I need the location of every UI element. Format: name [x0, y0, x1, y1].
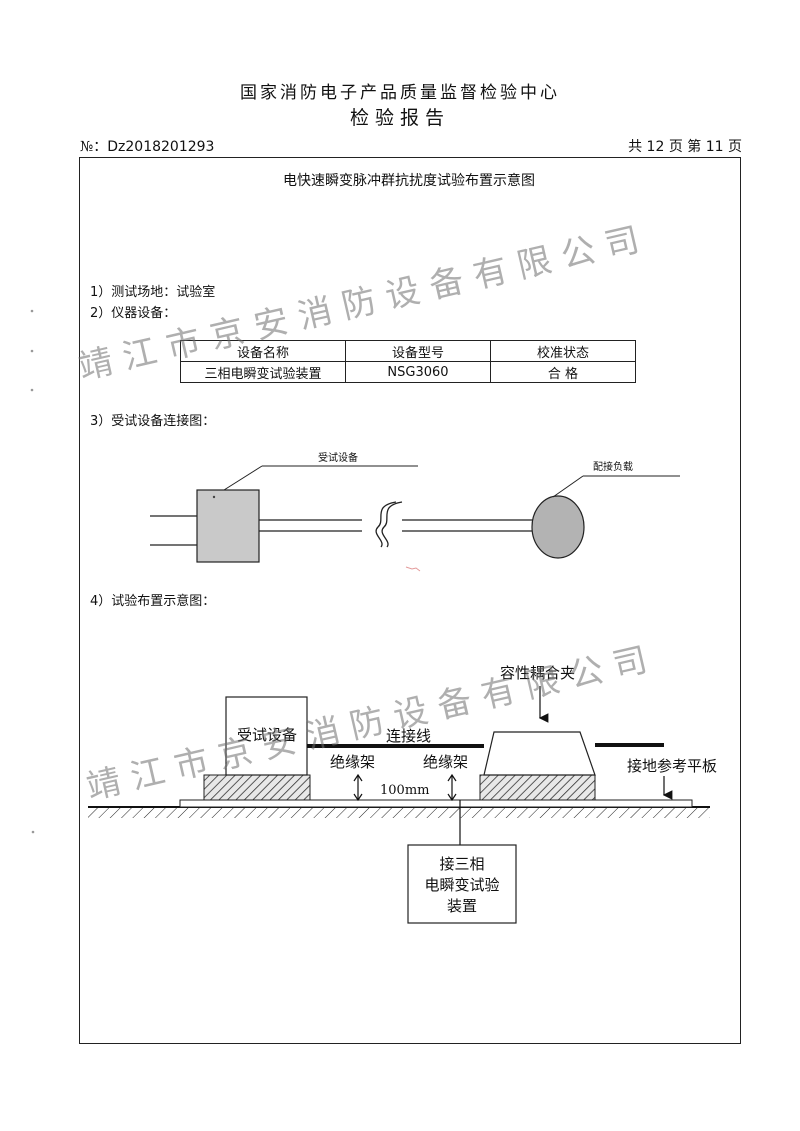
coupler-label: 容性耦合夹	[500, 664, 575, 682]
capacitive-coupler	[483, 731, 596, 776]
item-connection: 3）受试设备连接图：	[90, 414, 216, 429]
ground-hatch	[88, 807, 710, 818]
cable-label: 连接线	[386, 727, 431, 745]
load-label: 配接负载	[593, 460, 633, 473]
red-mark	[405, 566, 421, 572]
ground-plate-label: 接地参考平板	[627, 757, 717, 775]
content-frame	[79, 157, 741, 1044]
load-leader-line	[552, 475, 584, 498]
cable-break-mark	[375, 501, 397, 548]
report-title: 检验报告	[349, 107, 450, 129]
height-arrow-down	[353, 793, 363, 802]
scan-dot	[30, 388, 34, 392]
layout-eut-box	[225, 696, 308, 776]
eut-leader-line	[223, 465, 263, 491]
scan-dot	[31, 830, 35, 834]
height-arrow-up	[447, 773, 457, 782]
equipment-table: 设备名称 设备型号 校准状态 三相电瞬变试验装置 NSG3060 合 格	[180, 340, 636, 383]
insulator-label-right: 绝缘架	[423, 753, 468, 771]
generator-label-line: 接三相	[439, 855, 484, 873]
report-number: №：Dz2018201293	[80, 136, 214, 156]
layout-diagram: 容性耦合夹 受试设备 连接线 绝缘架 绝缘架 100mm 接地参考平板 接三相 …	[88, 664, 717, 924]
height-arrow-up	[353, 773, 363, 782]
cable-break-mark	[381, 501, 403, 548]
page-title: 电快速瞬变脉冲群抗扰度试验布置示意图	[283, 173, 535, 189]
layout-eut-label: 受试设备	[237, 726, 297, 744]
table-row: 三相电瞬变试验装置 NSG3060 合 格	[180, 361, 636, 383]
table-header-row: 设备名称 设备型号 校准状态	[180, 340, 636, 362]
eut-connection-label: 受试设备	[318, 451, 358, 464]
ground-reference-plate	[179, 799, 693, 808]
connection-diagram: 受试设备 配接负载	[150, 451, 680, 563]
table-cell: NSG3060	[345, 361, 491, 383]
item-layout: 4）试验布置示意图：	[90, 594, 216, 609]
generator-label-line: 电瞬变试验	[424, 876, 499, 894]
scan-marks	[30, 309, 421, 834]
issuing-organization: 国家消防电子产品质量监督检验中心	[240, 83, 560, 103]
report-number-label: №：	[80, 139, 108, 155]
item-test-site: 1）测试场地：试验室	[90, 285, 216, 300]
item-equipment: 2）仪器设备：	[90, 306, 177, 321]
report-number-value: Dz2018201293	[107, 139, 215, 155]
table-cell: 三相电瞬变试验装置	[180, 361, 346, 383]
page-count: 共 12 页 第 11 页	[628, 139, 742, 155]
insulator-block-right	[479, 774, 596, 801]
insulator-label-left: 绝缘架	[330, 753, 375, 771]
height-label: 100mm	[380, 783, 429, 798]
height-arrow-down	[447, 793, 457, 802]
eut-box-dot	[212, 495, 216, 499]
eut-box	[196, 489, 260, 563]
scan-dot	[30, 309, 34, 313]
generator-box	[407, 844, 517, 924]
scan-dot	[30, 349, 34, 353]
generator-label-line: 装置	[447, 897, 477, 915]
table-cell: 合 格	[490, 361, 636, 383]
load-circle	[531, 495, 585, 559]
